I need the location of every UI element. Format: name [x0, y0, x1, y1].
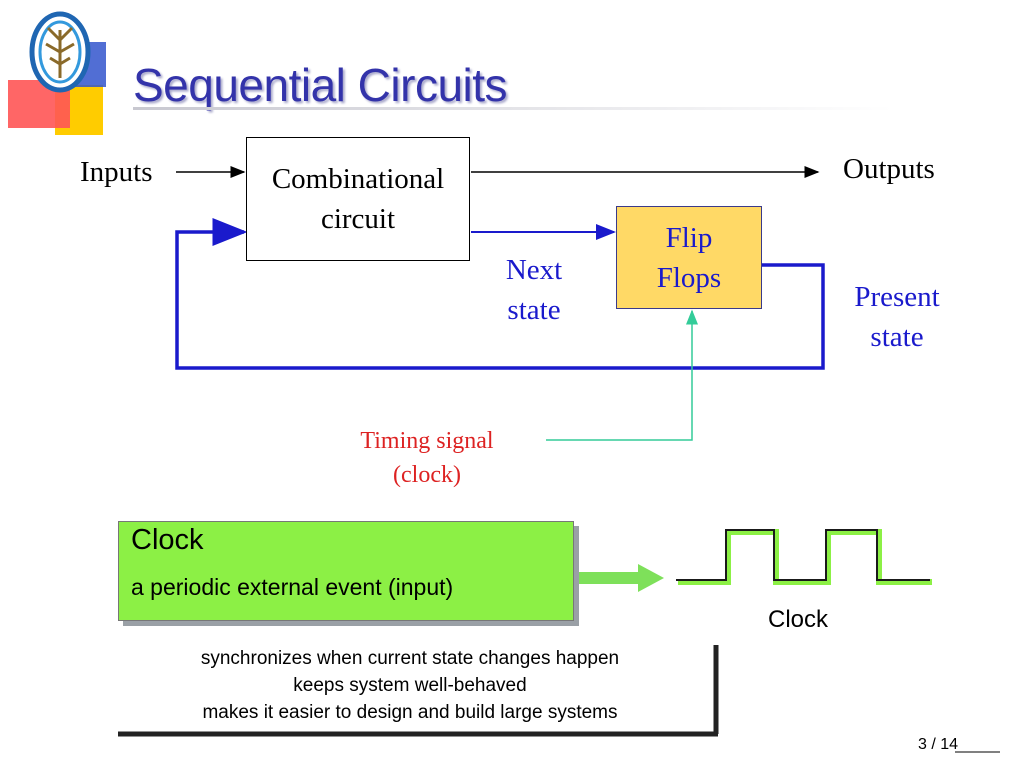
timing-line2: (clock)	[393, 462, 461, 488]
present-state-line2: state	[870, 321, 924, 353]
flipflops-label-line1: Flip	[665, 221, 713, 254]
next-state-line1: Next	[505, 254, 563, 286]
combinational-label-line2: circuit	[320, 203, 396, 235]
timing-line1: Timing signal	[360, 428, 494, 454]
combinational-circuit-box: Combinational circuit	[246, 137, 470, 261]
title-underline	[133, 107, 893, 110]
clock-definition-box: Clock a periodic external event (input)	[118, 521, 574, 621]
present-state-label: Present state	[838, 277, 956, 357]
logo-graphic	[8, 11, 106, 135]
next-state-label: Next state	[488, 250, 580, 330]
outputs-label: Outputs	[843, 153, 935, 185]
notes-bracket	[118, 645, 719, 737]
combinational-label-line1: Combinational	[271, 163, 445, 195]
note-line: synchronizes when current state changes …	[200, 648, 620, 669]
page-number: 3 / 14	[918, 736, 959, 753]
note-line: keeps system well-behaved	[293, 675, 527, 696]
clock-box-title: Clock	[131, 524, 204, 556]
flip-flops-box: Flip Flops	[616, 206, 762, 309]
inputs-label: Inputs	[80, 156, 153, 188]
clock-signal-arrow	[546, 309, 698, 441]
clock-to-waveform-arrow	[578, 564, 664, 592]
present-state-line1: Present	[854, 281, 940, 313]
feedback-loop	[175, 218, 825, 370]
waveform-label: Clock	[768, 606, 829, 633]
flipflops-label-line2: Flops	[656, 261, 722, 294]
clock-notes: synchronizes when current state changes …	[150, 645, 670, 726]
slide-title: Sequential Circuits	[133, 59, 508, 111]
university-logo	[0, 0, 140, 140]
next-state-line2: state	[507, 294, 561, 326]
clock-waveform	[676, 529, 932, 585]
note-line: makes it easier to design and build larg…	[202, 702, 618, 723]
timing-signal-label: Timing signal (clock)	[322, 424, 532, 492]
clock-box-description: a periodic external event (input)	[131, 574, 454, 600]
